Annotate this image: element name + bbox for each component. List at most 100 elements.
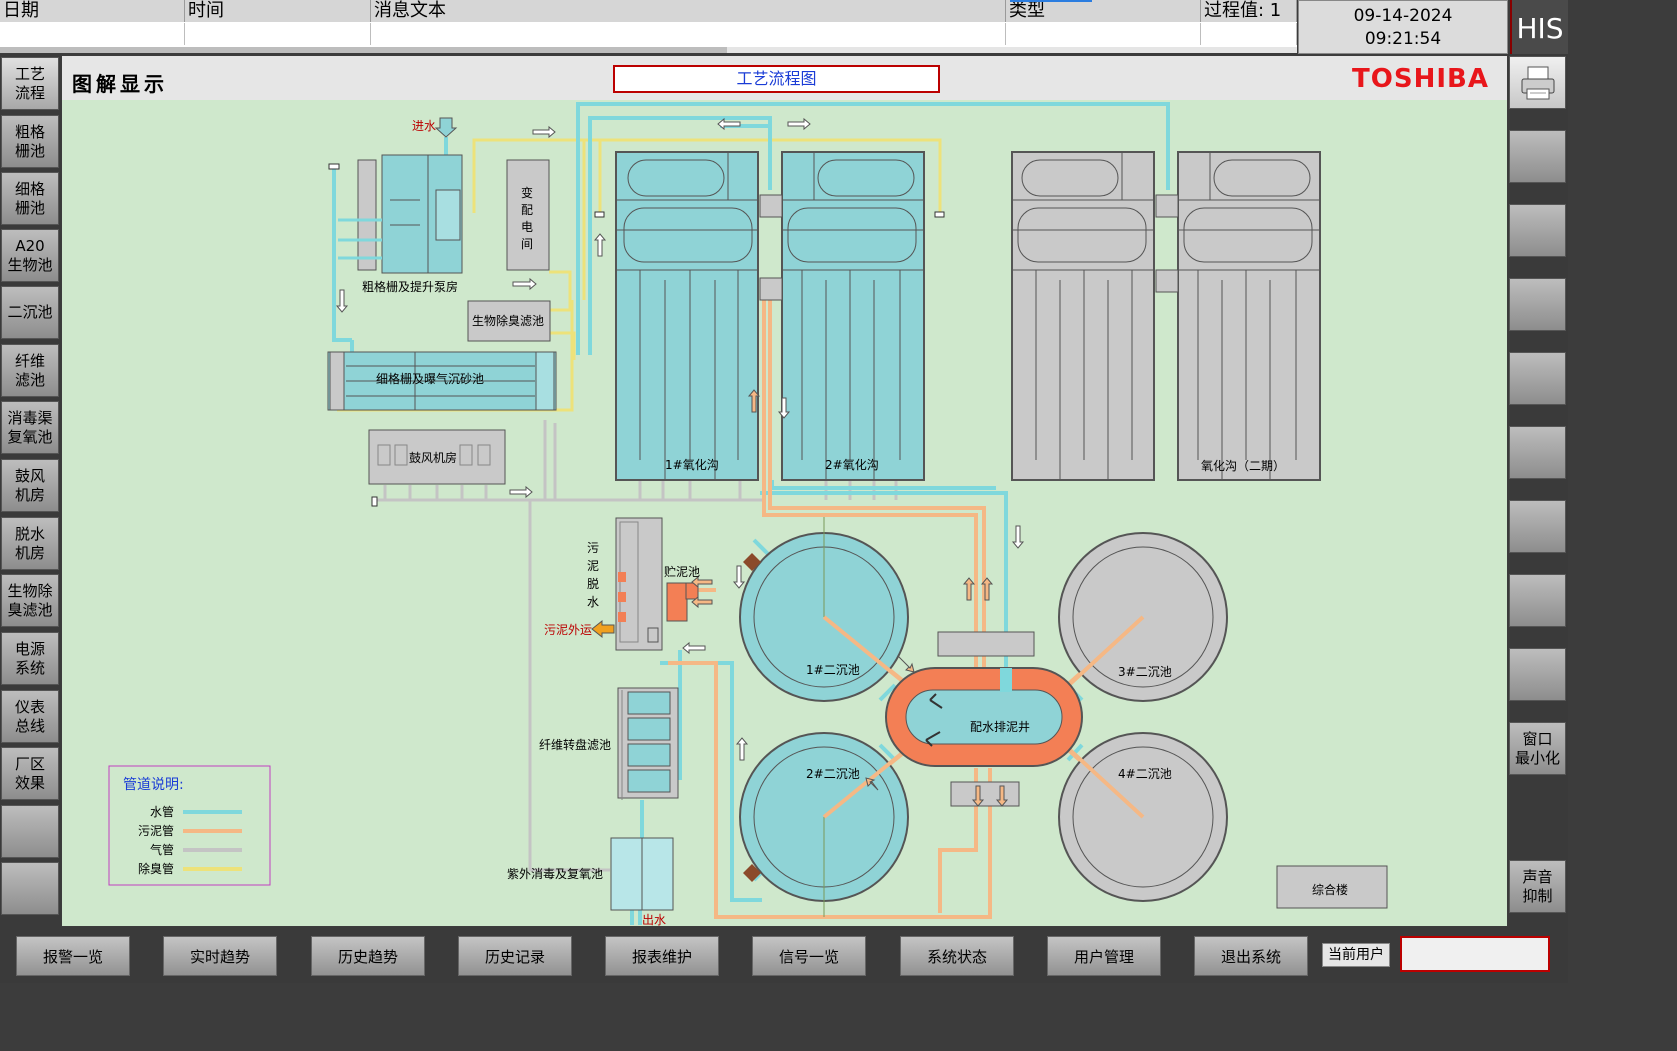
- system-status-button[interactable]: 系统状态: [900, 936, 1014, 976]
- diagram-title: 工艺流程图: [613, 65, 940, 93]
- oxidation-ditch-phase2[interactable]: [1011, 151, 1321, 481]
- circulation-arrow-icon: [925, 693, 943, 747]
- right-button-8[interactable]: [1509, 648, 1566, 701]
- distribution-sludge-well[interactable]: [885, 667, 1083, 767]
- page-title: 图解显示: [72, 72, 168, 96]
- nav-process-flow[interactable]: 工艺 流程: [1, 57, 59, 110]
- substation-label-3: 电: [521, 220, 533, 234]
- alarm-table[interactable]: 日期 时间 消息文本 类型 过程值: 1: [0, 0, 1297, 50]
- dewater-label-1: 污: [587, 541, 599, 555]
- col-time[interactable]: 时间: [185, 0, 371, 22]
- clarifier-4-label: 4#二沉池: [1118, 767, 1172, 781]
- signal-list-button[interactable]: 信号一览: [752, 936, 866, 976]
- col-date[interactable]: 日期: [0, 0, 185, 22]
- fine-screen-grit-chamber[interactable]: [327, 351, 557, 411]
- legend-title: 管道说明:: [123, 777, 184, 793]
- dewater-label-4: 水: [587, 595, 599, 609]
- sludge-dewatering[interactable]: [615, 517, 663, 651]
- history-trend-button[interactable]: 历史趋势: [311, 936, 425, 976]
- coarse-screen-pump-house[interactable]: [328, 154, 463, 274]
- nav-coarse-screen[interactable]: 粗格 栅池: [1, 115, 59, 168]
- alarm-cell: [0, 23, 185, 45]
- right-button-2[interactable]: [1509, 204, 1566, 257]
- nav-dewatering[interactable]: 脱水 机房: [1, 517, 59, 570]
- right-button-7[interactable]: [1509, 574, 1566, 627]
- pipe-cap: [934, 211, 945, 218]
- nav-blower[interactable]: 鼓风 机房: [1, 459, 59, 512]
- nav-bio-deodor[interactable]: 生物除 臭滤池: [1, 574, 59, 627]
- minimize-window-button[interactable]: 窗口 最小化: [1509, 722, 1566, 775]
- nav-a2o-bio[interactable]: A20 生物池: [1, 229, 59, 282]
- office-building-label: 综合楼: [1312, 882, 1348, 897]
- current-user-field[interactable]: [1400, 936, 1550, 972]
- nav-power[interactable]: 电源 系统: [1, 632, 59, 685]
- right-button-4[interactable]: [1509, 352, 1566, 405]
- clarifier-2[interactable]: [739, 732, 909, 917]
- bio-deodor-label: 生物除臭滤池: [472, 313, 544, 328]
- fiber-disc-filter[interactable]: [617, 687, 679, 800]
- nav-empty-1[interactable]: [1, 805, 59, 858]
- sludge-store-label: 贮泥池: [664, 564, 700, 579]
- substation[interactable]: [506, 159, 550, 271]
- right-button-1[interactable]: [1509, 130, 1566, 183]
- nav-fine-screen[interactable]: 细格 栅池: [1, 172, 59, 225]
- brand-logo: TOSHIBA: [1352, 64, 1489, 94]
- alarm-cell: [185, 23, 371, 45]
- his-button[interactable]: HIS: [1510, 0, 1568, 54]
- right-button-3[interactable]: [1509, 278, 1566, 331]
- printer-icon: [1521, 66, 1554, 99]
- uv-disinfection[interactable]: [610, 837, 674, 911]
- right-button-6[interactable]: [1509, 500, 1566, 553]
- valve-icon: [743, 553, 761, 571]
- air-pipes: [374, 420, 898, 872]
- nav-instrument-bus[interactable]: 仪表 总线: [1, 690, 59, 743]
- col-process-value[interactable]: 过程值: 1: [1201, 0, 1297, 22]
- right-button-5[interactable]: [1509, 426, 1566, 479]
- alarm-cell: [371, 23, 1006, 45]
- blower-house[interactable]: [368, 429, 506, 485]
- blower-label: 鼓风机房: [409, 450, 457, 465]
- valve-icon: [743, 864, 761, 882]
- nav-empty-2[interactable]: [1, 862, 59, 915]
- sludge-flow-arrows: [691, 389, 1009, 807]
- dist-well-label: 配水排泥井: [970, 720, 1030, 734]
- fiber-filter-label: 纤维转盘滤池: [539, 737, 611, 752]
- oxidation-ditch-2[interactable]: [781, 151, 925, 481]
- oxidation-ditch-1[interactable]: [615, 151, 759, 481]
- distribution-frame-lower: [950, 781, 1020, 807]
- current-user-label: 当前用户: [1322, 943, 1390, 967]
- scrollbar-thumb[interactable]: [0, 47, 727, 53]
- pipe-legend: [108, 765, 271, 886]
- nav-fiber-filter[interactable]: 纤维 滤池: [1, 344, 59, 397]
- ox-phase2-label: 氧化沟（二期）: [1201, 459, 1285, 473]
- report-maintenance-button[interactable]: 报表维护: [605, 936, 719, 976]
- mute-sound-button[interactable]: 声音 抑制: [1509, 860, 1566, 913]
- dewater-label-3: 脱: [587, 576, 599, 591]
- bio-deodor-filter[interactable]: [467, 300, 551, 342]
- clock-date: 09-14-2024: [1353, 6, 1453, 26]
- print-button[interactable]: [1509, 56, 1566, 109]
- flow-arrows: [335, 117, 1025, 761]
- sludge-storage[interactable]: [666, 582, 699, 622]
- history-record-button[interactable]: 历史记录: [458, 936, 572, 976]
- col-message[interactable]: 消息文本: [371, 0, 1006, 22]
- legend-water: 水管: [150, 804, 174, 819]
- clarifier-1-label: 1#二沉池: [806, 663, 860, 677]
- alarm-cell: [1006, 23, 1201, 45]
- clarifier-2-label: 2#二沉池: [806, 767, 860, 781]
- col-type[interactable]: 类型: [1006, 0, 1201, 22]
- outflow-label: 出水: [642, 913, 666, 927]
- alarm-scrollbar[interactable]: [0, 47, 1297, 53]
- nav-plant-view[interactable]: 厂区 效果: [1, 747, 59, 800]
- realtime-trend-button[interactable]: 实时趋势: [163, 936, 277, 976]
- alarm-list-button[interactable]: 报警一览: [16, 936, 130, 976]
- exit-system-button[interactable]: 退出系统: [1194, 936, 1308, 976]
- nav-disinfection[interactable]: 消毒渠 复氧池: [1, 401, 59, 454]
- legend-sludge: 污泥管: [138, 823, 174, 838]
- user-management-button[interactable]: 用户管理: [1047, 936, 1161, 976]
- office-building[interactable]: [1276, 865, 1388, 909]
- dewater-label-2: 泥: [587, 559, 599, 573]
- nav-secondary-clarifier[interactable]: 二沉池: [1, 286, 59, 339]
- ox2-label: 2#氧化沟: [825, 458, 879, 472]
- ditch-connector: [759, 277, 783, 301]
